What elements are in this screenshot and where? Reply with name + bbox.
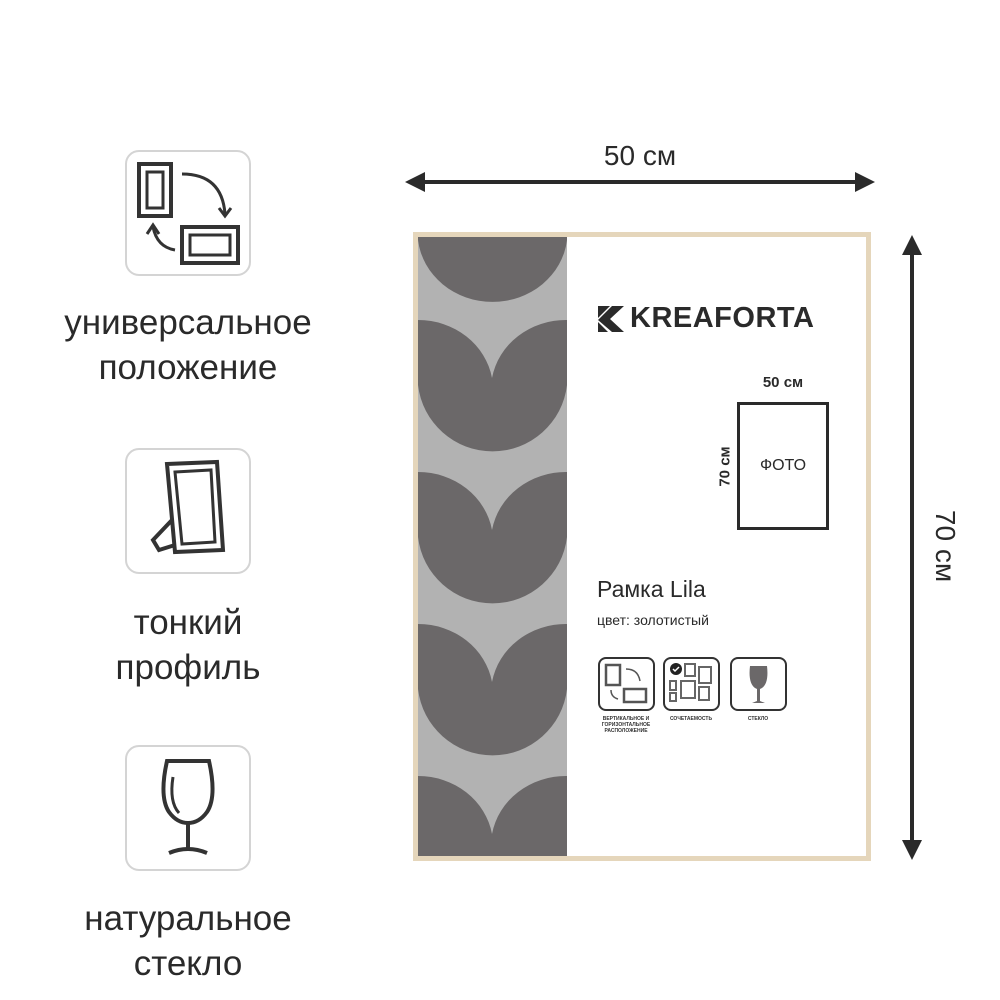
width-label: 50 см [603,140,677,171]
height-arrow [902,235,922,860]
feature-icon-box [125,448,251,574]
photo-height-label: 70 см [716,446,734,487]
badge-label: СТЕКЛО [747,716,769,722]
photo-width-label: 50 см [762,374,804,391]
product-color: цвет: золотистый [597,612,709,628]
width-arrow [405,172,875,192]
product-name: Рамка Lila [597,576,706,602]
rotate-orientation-icon [604,663,648,704]
decorative-pattern [418,237,567,856]
picture-frame [413,232,871,861]
brand-logo-icon [598,305,624,332]
badge-glass [730,657,787,711]
height-label: 70 см [930,509,961,583]
wine-glass-icon [161,759,215,855]
brand-logo: KREAFORTA [598,302,814,335]
badge-label: СОЧЕТАЕМОСТЬ [669,716,713,722]
thin-frame-icon [150,459,226,555]
feature-icon-box [125,745,251,871]
feature-icon-box [125,150,251,276]
badge-orientation [598,657,655,711]
photo-area: ФОТО [737,402,829,530]
wine-glass-icon [749,666,768,703]
rotate-orientation-icon [137,162,240,265]
gallery-wall-icon [669,663,712,702]
badge-label: ВЕРТИКАЛЬНОЕ И ГОРИЗОНТАЛЬНОЕ РАСПОЛОЖЕН… [601,716,651,734]
badge-combinability [663,657,720,711]
